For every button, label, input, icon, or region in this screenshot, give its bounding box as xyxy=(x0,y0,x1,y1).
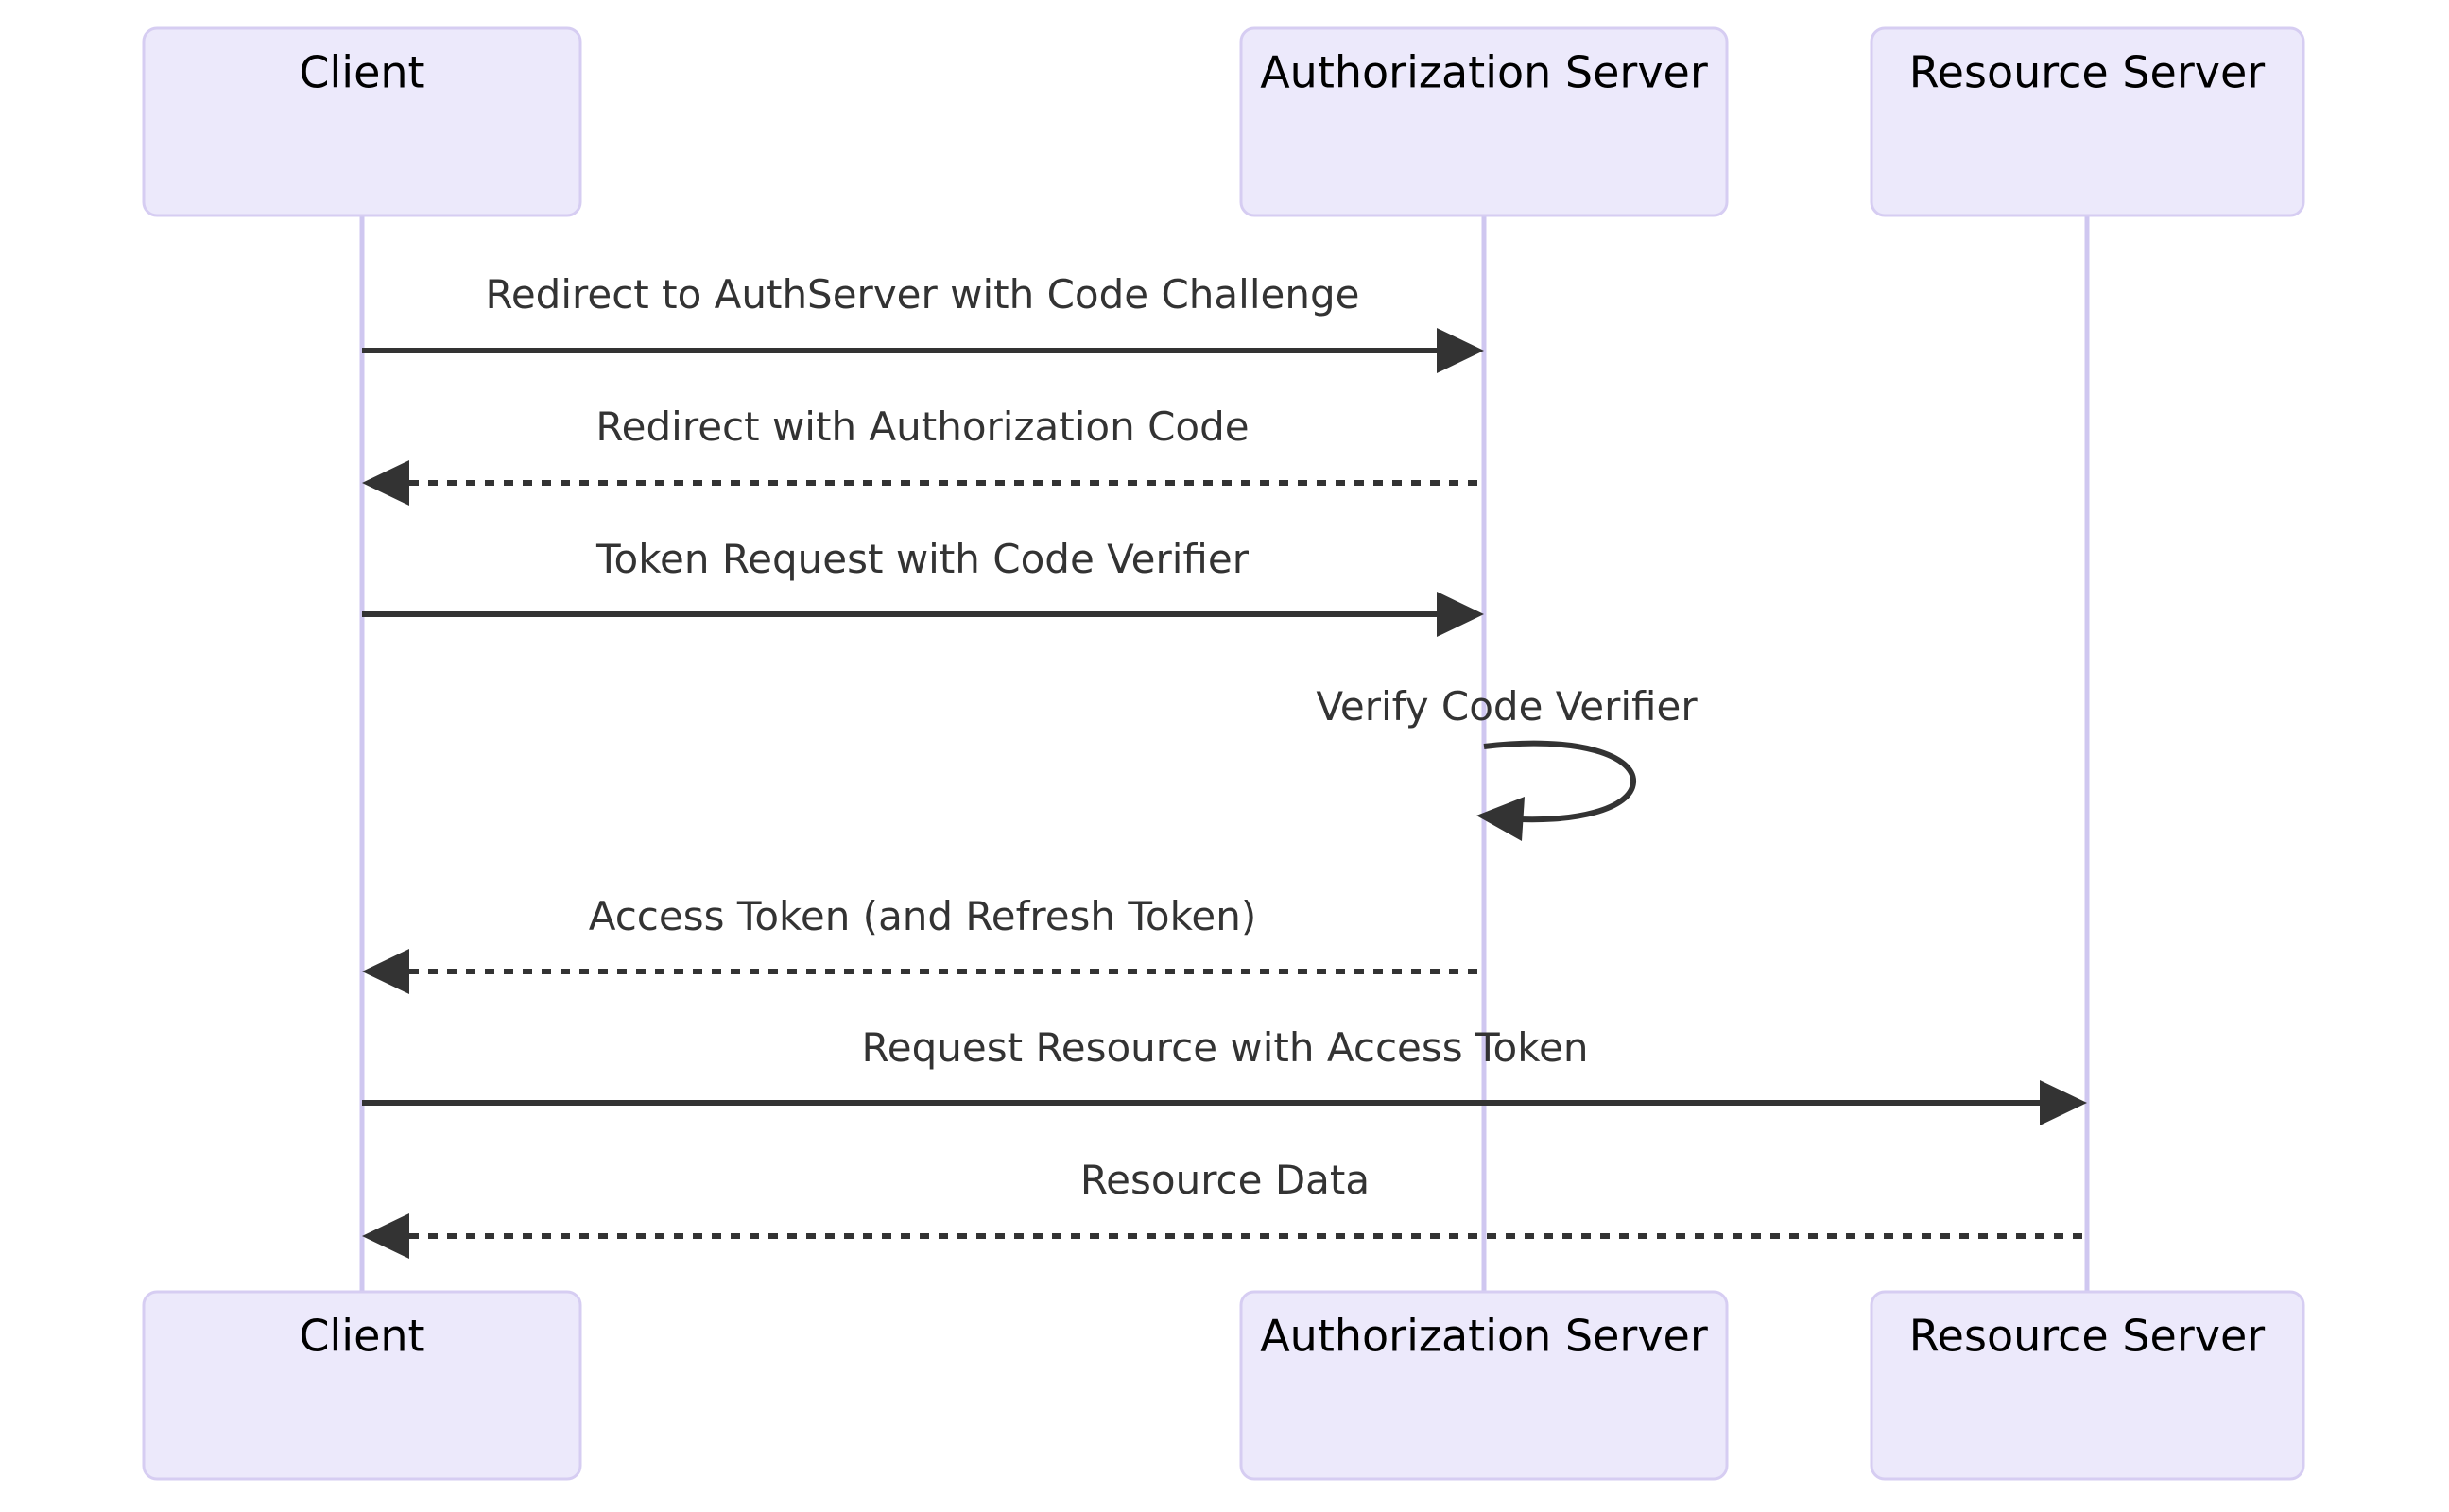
message-5-label: Access Token (and Refresh Token) xyxy=(589,893,1257,939)
message-2-arrowhead-left xyxy=(362,460,409,506)
participant-box-client-bottom[interactable]: Client xyxy=(142,1290,582,1481)
message-6-request-resource-with-access-token[interactable]: Request Resource with Access Token xyxy=(362,1024,2087,1125)
message-3-token-request-with-code-verifier[interactable]: Token Request with Code Verifier xyxy=(362,536,1484,637)
lifelines-group xyxy=(359,215,2090,1292)
message-4-label: Verify Code Verifier xyxy=(1316,683,1698,730)
participant-box-resource-server-bottom[interactable]: Resource Server xyxy=(1870,1290,2305,1481)
participant-rect-auth-server-bottom xyxy=(1239,1290,1729,1481)
message-2-redirect-with-authorization-code[interactable]: Redirect with Authorization Code xyxy=(362,404,1484,506)
message-6-label: Request Resource with Access Token xyxy=(861,1024,1588,1071)
message-5-access-token[interactable]: Access Token (and Refresh Token) xyxy=(362,893,1484,994)
participant-box-auth-server-top[interactable]: Authorization Server xyxy=(1239,26,1729,217)
participant-rect-client-bottom xyxy=(142,1290,582,1481)
participant-label-client-top: Client xyxy=(299,47,424,98)
message-6-arrowhead-right xyxy=(2040,1080,2087,1125)
participant-label-auth-server-top: Authorization Server xyxy=(1260,47,1708,98)
message-3-arrowhead-right xyxy=(1437,592,1484,637)
participant-rect-resource-server-top xyxy=(1870,26,2305,217)
participant-label-resource-server-top: Resource Server xyxy=(1909,47,2266,98)
participant-rect-client-top xyxy=(142,26,582,217)
message-2-label: Redirect with Authorization Code xyxy=(595,404,1249,450)
message-7-label: Resource Data xyxy=(1080,1157,1370,1203)
message-4-arrowhead-left xyxy=(1476,797,1525,841)
participant-label-resource-server-bottom: Resource Server xyxy=(1909,1311,2266,1362)
participant-label-client-bottom: Client xyxy=(299,1311,424,1362)
message-1-redirect-to-authserver[interactable]: Redirect to AuthServer with Code Challen… xyxy=(362,271,1484,373)
participant-label-auth-server-bottom: Authorization Server xyxy=(1260,1311,1708,1362)
message-4-loop-path xyxy=(1483,740,1636,823)
message-3-label: Token Request with Code Verifier xyxy=(595,536,1250,582)
message-1-arrowhead-right xyxy=(1437,328,1484,373)
participant-box-resource-server-top[interactable]: Resource Server xyxy=(1870,26,2305,217)
participant-rect-auth-server-top xyxy=(1239,26,1729,217)
message-7-arrowhead-left xyxy=(362,1213,409,1259)
participant-box-client-top[interactable]: Client xyxy=(142,26,582,217)
message-5-arrowhead-left xyxy=(362,949,409,994)
participant-box-auth-server-bottom[interactable]: Authorization Server xyxy=(1239,1290,1729,1481)
message-4-verify-code-verifier-self-loop[interactable]: Verify Code Verifier xyxy=(1316,683,1698,841)
message-7-resource-data[interactable]: Resource Data xyxy=(362,1157,2087,1259)
message-1-label: Redirect to AuthServer with Code Challen… xyxy=(486,271,1360,318)
participant-rect-resource-server-bottom xyxy=(1870,1290,2305,1481)
